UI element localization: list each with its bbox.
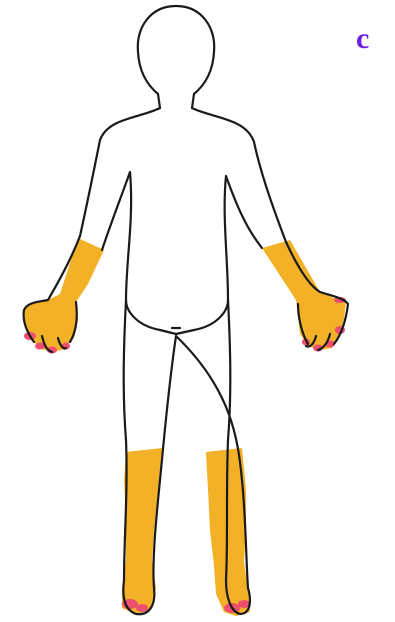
panel-label: c (356, 24, 369, 54)
left-forearm-hand-shaded (24, 238, 104, 352)
head-outline (138, 6, 214, 108)
